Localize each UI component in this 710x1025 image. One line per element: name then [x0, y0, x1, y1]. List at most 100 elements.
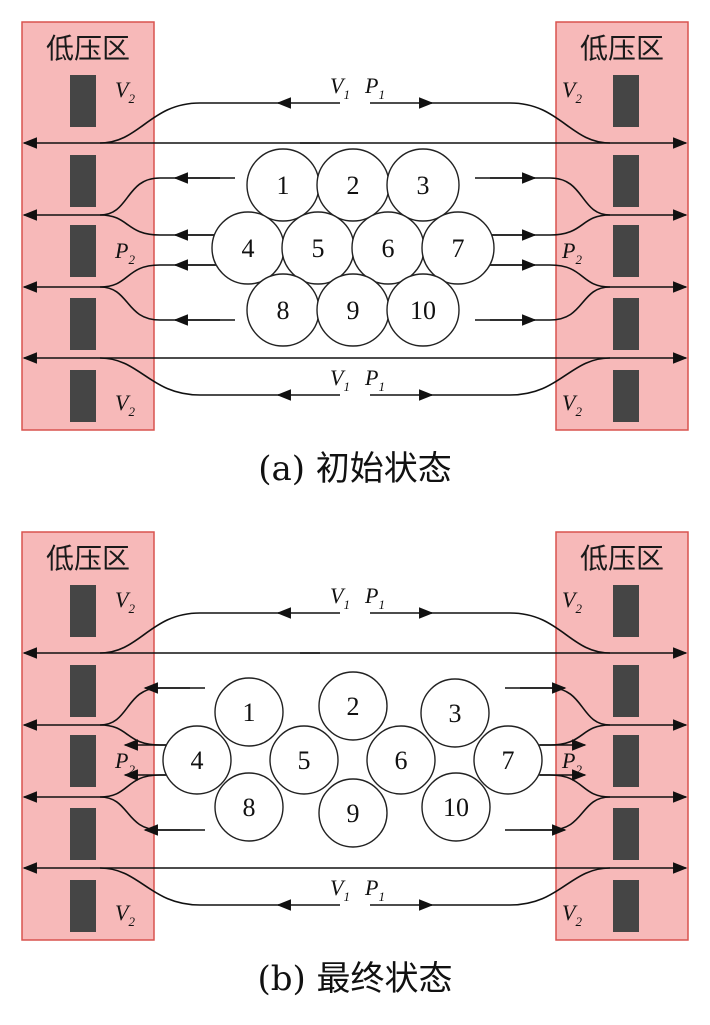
label-v2-left-top-letter: V [115, 587, 131, 612]
label-v2-left-bottom-letter: V [115, 390, 131, 415]
label-p1-top-letter: P [364, 73, 378, 98]
cluster-circle [386, 273, 460, 347]
label-p1-bottom: P1 [364, 875, 385, 904]
right-zone-block [613, 370, 639, 422]
label-p2-left: P2 [114, 238, 135, 267]
flow-curve-top-right [430, 612, 611, 654]
right-zone-block [613, 665, 639, 717]
flow-curve-top-right [430, 102, 611, 144]
flow-curve-top-left [99, 612, 280, 654]
circle-number: 5 [312, 234, 325, 263]
right-zone-block [613, 735, 639, 787]
right-zone-block [613, 225, 639, 277]
label-p2-left-letter: P [114, 238, 128, 263]
label-p1-bottom-subscript: 1 [378, 379, 385, 394]
cluster-circle [421, 211, 495, 285]
cluster-circle [318, 671, 388, 741]
left-zone-block [70, 735, 96, 787]
label-v2-right-bottom-subscript: 2 [575, 914, 582, 929]
label-p2-right: P2 [561, 238, 582, 267]
label-v2-left-top-subscript: 2 [128, 91, 135, 106]
label-v2-right-top-letter: V [562, 77, 578, 102]
right-zone-block [613, 75, 639, 127]
label-v1-bottom-letter: V [330, 365, 346, 390]
label-v1-bottom: V1 [330, 365, 350, 394]
label-v2-left-bottom-subscript: 2 [128, 914, 135, 929]
left-zone-label: 低压区 [46, 542, 130, 575]
label-v2-right-top-subscript: 2 [575, 91, 582, 106]
cluster-circle [318, 778, 388, 848]
left-zone-block [70, 665, 96, 717]
circle-number: 10 [443, 793, 469, 822]
label-v2-right-top: V2 [562, 77, 582, 106]
label-v1-bottom: V1 [330, 875, 350, 904]
cluster-circle [162, 725, 232, 795]
label-p2-left-subscript: 2 [128, 762, 135, 777]
right-zone-block [613, 585, 639, 637]
label-p1-top: P1 [364, 583, 385, 612]
label-v1-top-letter: V [330, 73, 346, 98]
label-p2-right: P2 [561, 748, 582, 777]
label-v1-top: V1 [330, 583, 350, 612]
label-p1-top-letter: P [364, 583, 378, 608]
left-zone-label: 低压区 [46, 32, 130, 65]
right-branch-4 [490, 286, 611, 321]
label-v1-top: V1 [330, 73, 350, 102]
label-v1-bottom-subscript: 1 [343, 889, 350, 904]
left-branch-3 [99, 264, 220, 288]
circle-number: 8 [243, 793, 256, 822]
label-v2-right-bottom-letter: V [562, 900, 578, 925]
circle-number: 5 [298, 746, 311, 775]
flow-curve-bottom-left [99, 357, 280, 396]
right-branch-3 [490, 264, 611, 288]
label-v2-right-top: V2 [562, 587, 582, 616]
circle-number: 9 [347, 799, 360, 828]
label-p1-bottom-letter: P [364, 875, 378, 900]
label-v2-right-bottom: V2 [562, 390, 582, 419]
cluster-circle [366, 725, 436, 795]
right-zone-label: 低压区 [580, 542, 664, 575]
circle-number: 4 [191, 746, 204, 775]
cluster-circle [420, 678, 490, 748]
label-v2-left-bottom-letter: V [115, 900, 131, 925]
cluster-circle [386, 148, 460, 222]
flow-curve-bottom-right [430, 867, 611, 906]
label-v1-bottom-letter: V [330, 875, 346, 900]
label-v2-right-top-subscript: 2 [575, 601, 582, 616]
left-zone-block [70, 880, 96, 932]
label-v1-top-subscript: 1 [343, 597, 350, 612]
label-p2-left-letter: P [114, 748, 128, 773]
right-zone-block [613, 298, 639, 350]
circle-number: 7 [502, 746, 515, 775]
cluster-circle [214, 772, 284, 842]
label-p1-bottom-letter: P [364, 365, 378, 390]
label-p2-right-subscript: 2 [575, 762, 582, 777]
circle-number: 2 [347, 171, 360, 200]
panel-caption: (a) 初始状态 [258, 449, 452, 489]
circle-number: 10 [410, 296, 436, 325]
label-v2-left-top-letter: V [115, 77, 131, 102]
cluster-circle [269, 725, 339, 795]
label-v2-left-top: V2 [115, 587, 135, 616]
label-v1-top-letter: V [330, 583, 346, 608]
flow-curve-top-left [99, 102, 280, 144]
label-p1-bottom-subscript: 1 [378, 889, 385, 904]
cluster-circle [421, 772, 491, 842]
label-p2-left-subscript: 2 [128, 252, 135, 267]
left-branch-1 [99, 177, 220, 216]
label-p1-top-subscript: 1 [378, 87, 385, 102]
left-zone-block [70, 585, 96, 637]
circle-number: 1 [277, 171, 290, 200]
right-zone-block [613, 808, 639, 860]
label-v2-right-bottom: V2 [562, 900, 582, 929]
label-v1-top-subscript: 1 [343, 87, 350, 102]
left-zone-block [70, 155, 96, 207]
circle-number: 9 [347, 296, 360, 325]
label-p1-top: P1 [364, 73, 385, 102]
label-v2-left-top: V2 [115, 77, 135, 106]
left-zone-block [70, 370, 96, 422]
label-v2-left-top-subscript: 2 [128, 601, 135, 616]
circle-number: 2 [347, 692, 360, 721]
